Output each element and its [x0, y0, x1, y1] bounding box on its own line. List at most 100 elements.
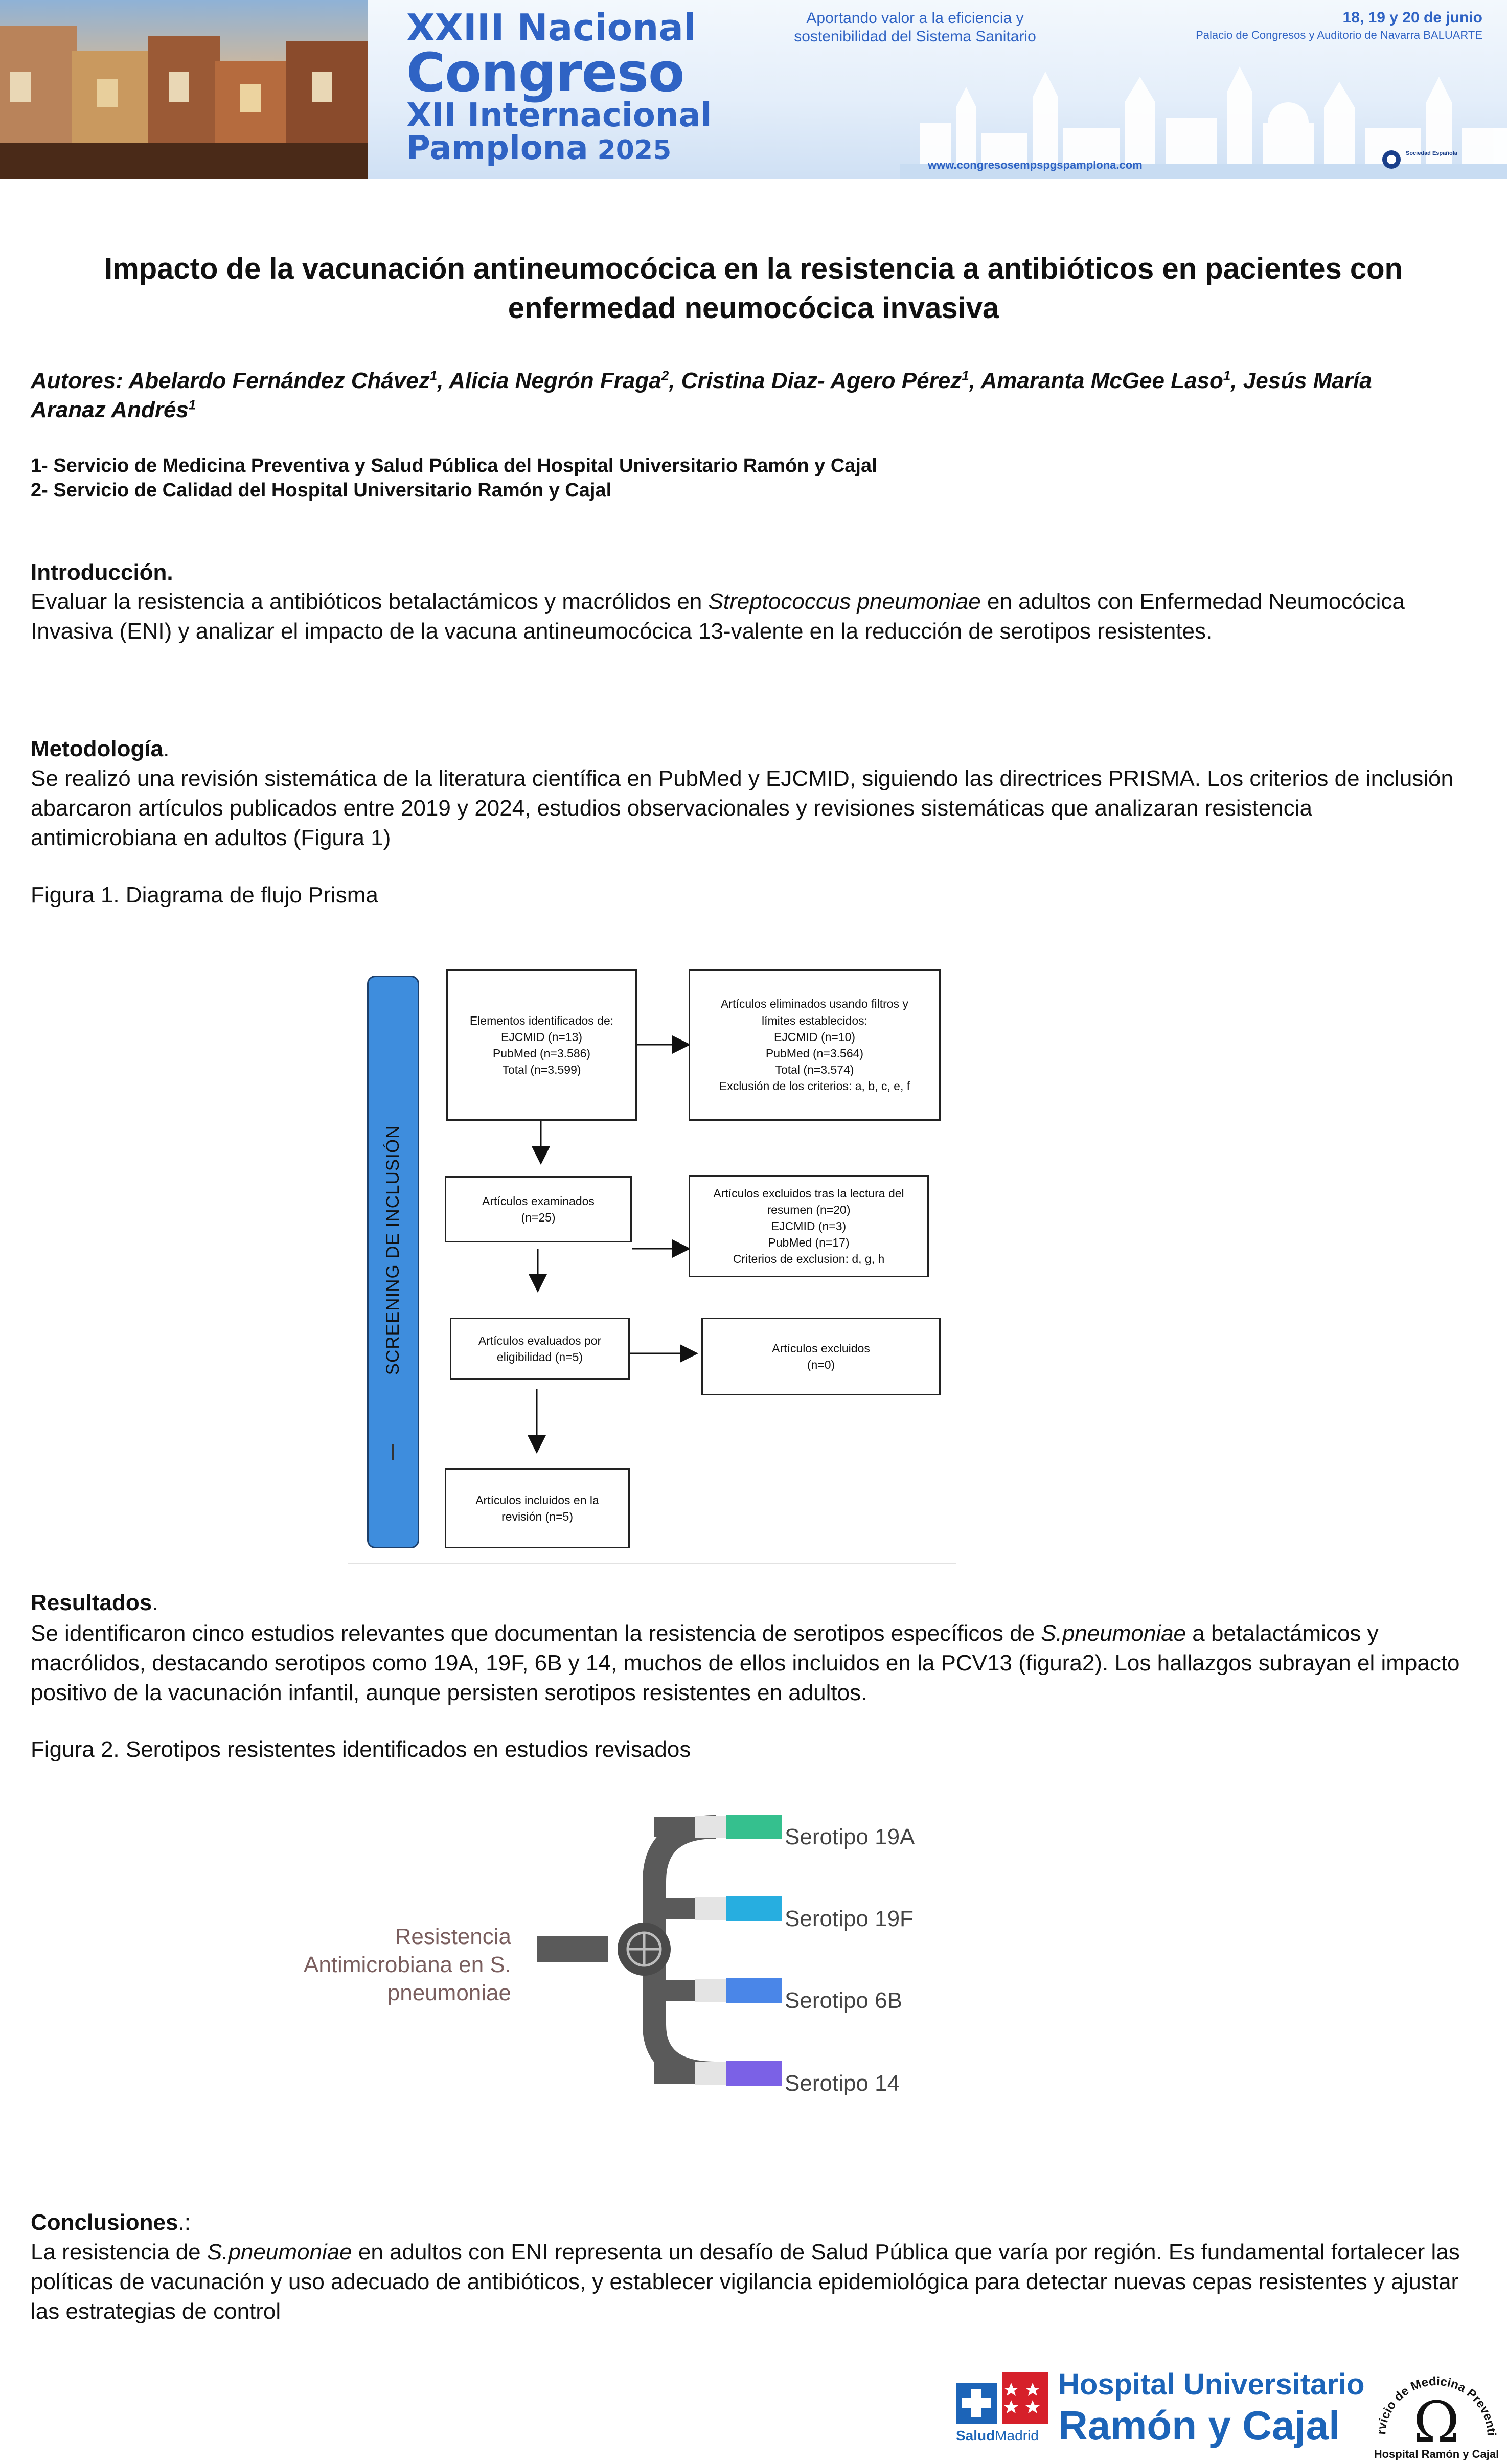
author-separator: ,	[437, 368, 449, 393]
box-line: Exclusión de los criterios: a, b, c, e, …	[719, 1079, 910, 1093]
author-separator: ,	[1230, 368, 1243, 393]
serotype-color-bar	[726, 1896, 782, 1921]
prisma-box-excluded: Artículos excluidos (n=0)	[701, 1318, 941, 1395]
salud-madrid-emblem-icon	[956, 2372, 1048, 2424]
author-name: Abelardo Fernández Chávez	[128, 368, 430, 393]
results-text-end: a betalactámicos y macrólidos, destacand…	[31, 1621, 1460, 1706]
box-line: Total (n=3.599)	[502, 1063, 581, 1077]
congress-tagline: Aportando valor a la eficiencia y sosten…	[794, 10, 1036, 45]
serotype-branch-diagram: Resistencia Antimicrobiana en S. pneumon…	[286, 1810, 1053, 2117]
logo-line-congreso: Congreso	[406, 41, 684, 104]
prisma-box-excluded-abstract: Artículos excluidos tras la lectura del …	[689, 1175, 929, 1277]
box-line: PubMed (n=3.586)	[492, 1047, 591, 1060]
omega-icon: Ω	[1413, 2389, 1459, 2449]
branch-connector	[695, 2062, 731, 2085]
branch-graphic	[537, 1815, 782, 2086]
box-line: Artículos evaluados por	[478, 1333, 602, 1347]
heading-punctuation: .:	[178, 2210, 191, 2235]
serotype-label: Serotipo 19F	[785, 1906, 914, 1931]
box-line: PubMed (n=3.564)	[765, 1047, 864, 1060]
seal-graphic: Servicio de Medicina Preventiva Ω	[1366, 2349, 1498, 2455]
box-line: EJCMID (n=10)	[773, 1030, 856, 1044]
prisma-box-examined: Artículos examinados (n=25)	[445, 1176, 632, 1242]
logo-year: 2025	[597, 135, 672, 166]
congress-website: www.congresosempspgspamplona.com	[928, 159, 1143, 171]
box-line: Total (n=3.574)	[775, 1063, 854, 1077]
box-line: Artículos incluidos en la	[475, 1493, 599, 1507]
results-text-start: Se identificaron cinco estudios relevant…	[31, 1621, 1041, 1646]
conclusions-text-start: La resistencia de	[31, 2240, 207, 2265]
heading-punctuation: .	[163, 736, 170, 761]
salud-text-bold: Salud	[956, 2428, 995, 2444]
author-list: Autores: Abelardo Fernández Chávez 1, Ali…	[31, 366, 1442, 424]
root-label-line: Resistencia	[395, 1924, 511, 1949]
society-emblem-icon	[1382, 150, 1401, 169]
screening-bar-tick	[392, 1444, 394, 1460]
box-line: EJCMID (n=3)	[771, 1219, 847, 1233]
author-affil-index: 1	[962, 368, 969, 383]
serotype-color-bar	[726, 1815, 782, 1839]
branch-connector	[695, 1816, 731, 1838]
root-label-line: Antimicrobiana en S.	[304, 1952, 511, 1977]
header-banner: XXIII Nacional Congreso XII Internaciona…	[0, 0, 1507, 179]
branch-connector	[695, 1979, 731, 2002]
methodology-text: Se realizó una revisión sistemática de l…	[31, 766, 1453, 851]
author-separator: ,	[969, 368, 981, 393]
prisma-box-eligibility: Artículos evaluados por eligibilidad (n=…	[450, 1318, 630, 1380]
methodology-heading: Metodología.	[31, 736, 169, 762]
author-name: Jesús María Aranaz Andrés	[31, 368, 1372, 423]
logo-line-nacional: XXIII Nacional	[406, 6, 696, 49]
results-heading: Resultados.	[31, 1590, 158, 1616]
figure-1-bottom-rule	[348, 1563, 956, 1564]
hospital-name-line2: Ramón y Cajal	[1058, 2403, 1340, 2448]
species-name: S.pneumoniae	[207, 2240, 352, 2265]
author-affil-index: 1	[1223, 368, 1231, 383]
prisma-box-removed: Artículos eliminados usando filtros y lí…	[689, 969, 941, 1121]
introduction-heading: Introducción.	[31, 560, 173, 585]
venue-line: Palacio de Congresos y Auditorio de Nava…	[1196, 29, 1482, 41]
conclusions-text-end: en adultos con ENI representa un desafío…	[31, 2240, 1460, 2324]
figure-2-caption: Figura 2. Serotipos resistentes identifi…	[31, 1737, 691, 1762]
salud-madrid-text: SaludMadrid	[956, 2428, 1039, 2444]
results-heading-text: Resultados	[31, 1590, 152, 1615]
box-line: límites establecidos:	[761, 1013, 868, 1027]
logo-line-internacional: XII Internacional	[406, 97, 712, 134]
author-name: Cristina Diaz- Agero Pérez	[681, 368, 962, 393]
methodology-heading-text: Metodología	[31, 736, 164, 761]
serotype-label: Serotipo 19A	[785, 1824, 915, 1849]
prisma-arrows	[528, 1035, 698, 1454]
box-line: PubMed (n=17)	[768, 1236, 850, 1250]
society-logo-text: Sociedad Española	[1406, 150, 1457, 156]
salud-text-rest: Madrid	[995, 2428, 1039, 2444]
authors-prefix: Autores:	[31, 368, 129, 393]
results-text: Se identificaron cinco estudios relevant…	[31, 1619, 1462, 1708]
logo-city: Pamplona	[406, 129, 588, 167]
affiliation-1: 1- Servicio de Medicina Preventiva y Sal…	[31, 455, 877, 477]
figure-1-caption: Figura 1. Diagrama de flujo Prisma	[31, 883, 378, 908]
author-name: Amaranta McGee Laso	[980, 368, 1223, 393]
dates-line: 18, 19 y 20 de junio	[1342, 9, 1482, 26]
box-line: Artículos excluidos tras la lectura del	[713, 1186, 904, 1200]
seal-bottom-text: Hospital Ramón y Cajal	[1374, 2448, 1499, 2460]
society-logo: Sociedad Española	[1380, 148, 1482, 174]
hospital-logo: SaludMadrid Hospital Universitario Ramón…	[956, 2367, 1365, 2449]
root-label-line: pneumoniae	[387, 1980, 511, 2005]
box-line: Elementos identificados de:	[469, 1013, 614, 1027]
author-name: Alicia Negrón Fraga	[449, 368, 661, 393]
serotype-label: Serotipo 14	[785, 2071, 900, 2096]
conclusions-heading: Conclusiones.:	[31, 2210, 191, 2235]
intro-text-start: Evaluar la resistencia a antibióticos be…	[31, 589, 709, 614]
preventive-medicine-seal: Servicio de Medicina Preventiva Ω Hospit…	[1366, 2349, 1503, 2462]
box-line: Criterios de exclusion: d, g, h	[733, 1252, 885, 1266]
heading-punctuation: .	[152, 1590, 158, 1615]
hospital-name-line1: Hospital Universitario	[1058, 2368, 1365, 2401]
serotype-color-bar	[726, 2061, 782, 2086]
logo-line-city: Pamplona 2025	[406, 132, 693, 165]
prisma-flow-diagram: SCREENING DE INCLUSIÓN Elementos identif…	[348, 961, 956, 1565]
box-line: revisión (n=5)	[501, 1510, 573, 1523]
introduction-text: Evaluar la resistencia a antibióticos be…	[31, 587, 1462, 646]
box-line: resumen (n=20)	[767, 1203, 851, 1216]
box-line: eligibilidad (n=5)	[496, 1350, 583, 1364]
congress-logo: XXIII Nacional Congreso XII Internaciona…	[406, 6, 712, 165]
box-line: EJCMID (n=13)	[500, 1030, 583, 1044]
